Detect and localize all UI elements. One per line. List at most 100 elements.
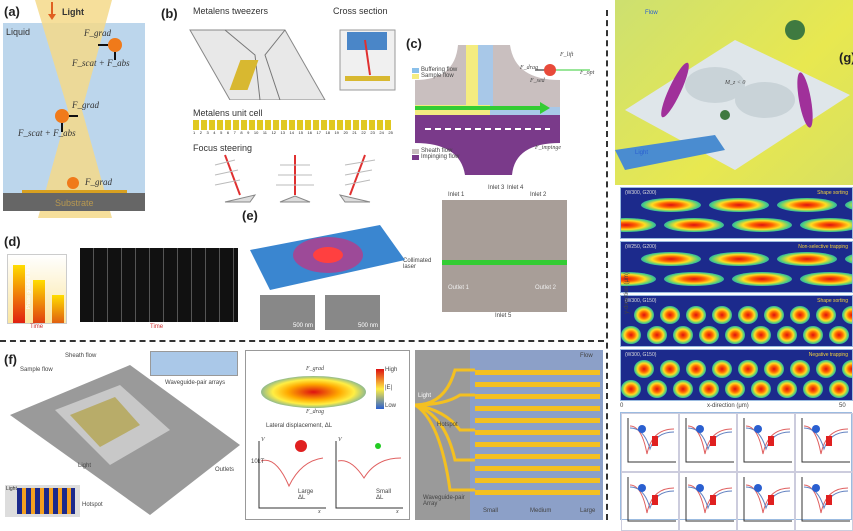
force-label: F_impinge [535,145,561,151]
field-hotspot [621,218,656,232]
divider-vertical [606,10,608,520]
unit-number: 16 [307,130,312,135]
legend-item: Buffering flow [421,67,458,73]
unit-number: 24 [379,130,384,135]
axis-label: V [338,437,342,443]
inset-hotspot: Light [5,485,80,517]
label: Hotspot [437,422,458,428]
field-map: (W300, G150)Shape sorting [620,295,853,347]
unit-number: 25 [388,130,393,135]
outlet-label: Outlet 1 [448,285,470,291]
panel-label: (d) [4,234,21,249]
trap-surface [615,20,850,170]
label: Light [418,393,432,399]
label: Light [635,150,649,156]
panel-label: (a) [4,4,20,19]
unit-number: 3 [206,130,209,135]
metasurface-diagram [250,225,405,290]
field-maps: (W300, G200)Shape sorting(W250, G200)Non… [620,187,853,403]
field-hotspot [725,326,745,344]
light-label: Light [62,7,84,17]
outlet-label: Outlet 2 [535,285,557,291]
field-hotspot [803,380,823,398]
field-hotspot [621,380,641,398]
unit-number: 5 [220,130,223,135]
potential-subplot [621,472,679,531]
field-hotspot [751,380,771,398]
timelapse-strip [80,248,238,322]
force-potential-plot: High |E| Low F_grad F_drag Lateral displ… [245,350,410,520]
axis-label: Phase gradient force [26,263,32,310]
map-params: (W300, G200) [625,190,657,196]
size-label: Medium [530,508,552,514]
axis-label: Time [150,324,164,330]
field-hotspot [829,380,849,398]
force-diagram [535,64,590,76]
unit-number: 8 [240,130,243,135]
field-hotspot [664,272,724,286]
force-label: F_opt [580,70,595,76]
potential-subplot [795,472,853,531]
label: Light [78,463,92,469]
colorbar [376,369,384,409]
panel-d: (d) Phase gradient force Time Time [0,222,240,337]
legend: Buffering flow Sample flow [412,67,457,79]
metalens-chip-diagram [189,29,396,100]
field-hotspot [660,306,680,324]
unit-number: 19 [334,130,339,135]
field-hotspot [699,380,719,398]
label: Light [6,486,17,492]
divider-horizontal [0,340,604,342]
field-hotspot [686,306,706,324]
panel-b: (b) Metalens tweezers Cross section Meta… [160,0,400,210]
subtitle: Focus steering [193,143,253,153]
field-hotspot [816,306,836,324]
laser-label: Collimated laser [403,258,432,270]
colorbar-label: |E| [385,385,393,391]
unit-number: 17 [316,130,321,135]
field-hotspot [777,198,837,212]
panel-g: (g) Flow Light M_z < 0 (W300, G200)Shape… [612,0,853,531]
legend-item: Sample flow [421,73,454,79]
inlet-label: Inlet 1 [448,192,465,198]
potential-subplot [795,413,853,472]
field-hotspot [845,198,852,212]
trap-3d-render: (g) Flow Light M_z < 0 [615,0,853,185]
light-beam-icon [3,0,145,218]
force-label: F_sed [530,78,545,84]
field-hotspot [816,360,836,378]
legend-item: Sheath flow [421,148,453,154]
inlet-label: Inlet 2 [530,192,547,198]
field-hotspot [764,306,784,324]
unit-number: 11 [262,130,268,135]
sem-image: 500 nm [325,295,380,330]
field-hotspot [725,380,745,398]
map-params: (W300, G150) [625,298,657,304]
sem-image: 500 nm [260,295,315,330]
panel-label: (e) [242,208,258,223]
field-hotspot [660,360,680,378]
axis-label: x [396,509,399,515]
subtitle: Cross section [333,6,388,16]
field-hotspot [751,326,771,344]
unit-number: 2 [199,130,202,135]
field-hotspot [790,306,810,324]
size-label: Small [483,508,499,514]
force-label: F_grad [84,28,111,38]
field-hotspot [709,252,769,266]
colorbar-label: Low [385,403,397,409]
panel-label: (b) [161,6,178,21]
unit-number: 13 [280,130,285,135]
potential-subplot [679,413,737,472]
label: Sheath flow [65,353,97,359]
axis-label: V [261,437,265,443]
legend-item: Impinging flow [421,154,460,160]
subtitle: Metalens unit cell [193,108,263,118]
field-hotspot [842,306,852,324]
panel-f: (f) Sample flow Sheath flow Waveguide-pa… [0,345,605,522]
unit-number: 12 [271,130,277,135]
field-hotspot [738,306,758,324]
field-hotspot [777,326,797,344]
field-hotspot [829,326,849,344]
